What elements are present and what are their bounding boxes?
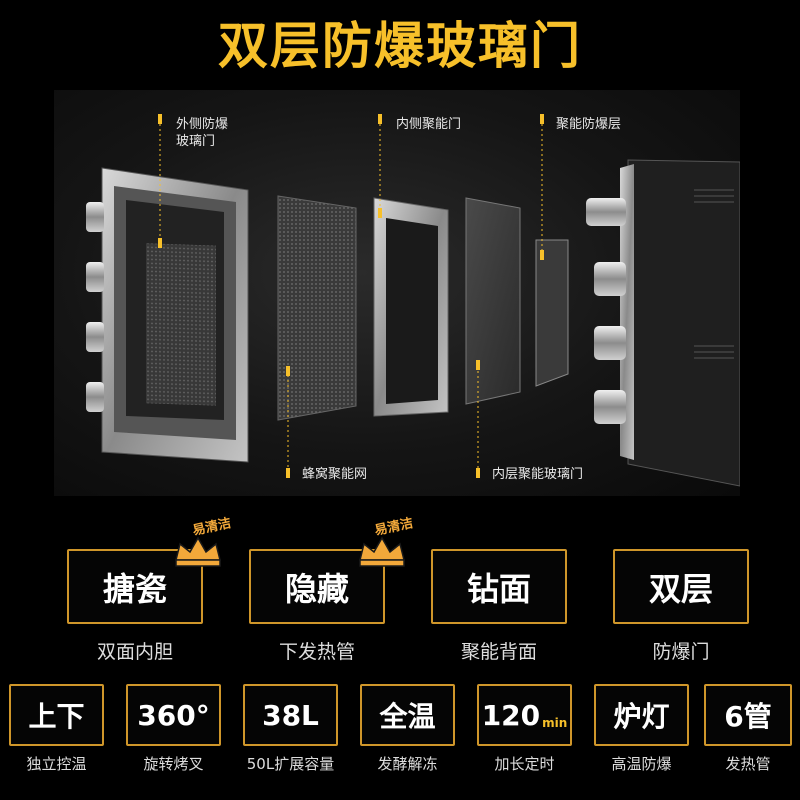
spec-box-updown: 上下 — [9, 684, 104, 746]
spec-caption-lamp: 高温防爆 — [611, 755, 672, 773]
spec-unit-timer: min — [542, 716, 568, 730]
spec-caption-360: 旋转烤叉 — [143, 755, 204, 773]
feature-caption-hidden: 下发热管 — [278, 641, 355, 663]
crown-icon — [175, 536, 221, 567]
inner-door — [373, 197, 449, 417]
crown-icon — [359, 536, 405, 567]
spec-caption-timer: 加长定时 — [494, 755, 555, 773]
feature-caption-diamond: 聚能背面 — [460, 641, 537, 663]
spec-box-6tubes: 6管 — [704, 684, 792, 746]
feature-box-diamond: 钻面 — [431, 549, 567, 624]
feature-box-double: 双层 — [613, 549, 749, 624]
spec-caption-fulltemp: 发酵解冻 — [377, 755, 438, 773]
spec-label-38l: 38L — [262, 698, 319, 732]
callout-honeycomb: 蜂窝聚能网 — [302, 467, 368, 482]
page-title: 双层防爆玻璃门 — [218, 17, 582, 75]
spec-label-timer: 120 — [481, 698, 541, 732]
energy-layer-panel — [535, 239, 569, 387]
callout-inner-glass: 内层聚能玻璃门 — [492, 467, 584, 482]
spec-label-fulltemp: 全温 — [379, 700, 436, 733]
callout-outer-glass-line2: 玻璃门 — [176, 134, 216, 149]
spec-box-lamp: 炉灯 — [594, 684, 689, 746]
honeycomb-mesh-panel — [277, 195, 357, 421]
spec-label-360: 360° — [137, 698, 210, 732]
spec-caption-updown: 独立控温 — [26, 755, 87, 773]
feature-caption-double: 防爆门 — [652, 641, 710, 663]
spec-label-lamp: 炉灯 — [613, 700, 670, 733]
spec-label-updown: 上下 — [28, 700, 85, 733]
callout-outer-glass-line1: 外侧防爆 — [176, 117, 229, 132]
callout-outer-glass: 外侧防爆 玻璃门 — [176, 116, 228, 150]
spec-caption-6tubes: 发热管 — [725, 755, 771, 773]
callout-energy-layer: 聚能防爆层 — [556, 117, 622, 132]
spec-box-38l: 38L — [243, 684, 338, 746]
oven-body — [586, 159, 740, 487]
feature-caption-enamel: 双面内胆 — [96, 641, 173, 663]
spec-label-6tubes: 6管 — [724, 700, 772, 733]
spec-box-fulltemp: 全温 — [360, 684, 455, 746]
leader-markers — [158, 114, 544, 478]
callout-inner-door: 内侧聚能门 — [396, 117, 462, 132]
exploded-view-graphic — [86, 114, 740, 487]
spec-caption-38l: 50L扩展容量 — [246, 755, 335, 773]
exploded-door-illustration: 外侧防爆 玻璃门 内侧聚能门 聚能防爆层 蜂窝聚能网 内层聚能玻璃门 — [54, 90, 740, 496]
outer-door — [86, 167, 249, 463]
leader-lines — [159, 124, 543, 476]
inner-glass-panel — [465, 197, 521, 405]
spec-box-360: 360° — [126, 684, 221, 746]
